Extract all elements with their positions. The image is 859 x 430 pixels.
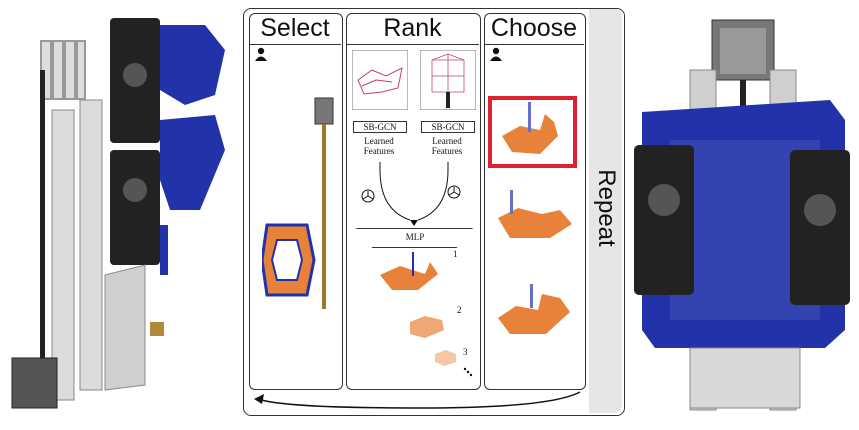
threaded-rod (40, 70, 45, 400)
choose-panel (484, 13, 586, 390)
tube-right (79, 99, 103, 391)
gcn-right-box: SB-GCN (421, 121, 475, 133)
ellipsis-icon (463, 367, 473, 377)
select-panel (249, 13, 343, 390)
disc-stack (40, 40, 86, 100)
pipeline-frame (243, 8, 625, 416)
repeat-column (589, 9, 622, 413)
rank-flow-arrows (379, 162, 449, 226)
selected-candidate[interactable] (488, 96, 577, 168)
tube-left (51, 109, 75, 401)
selector-icon (447, 185, 461, 199)
select-title: Select (260, 14, 330, 42)
gcn-left-features: Learned Features (363, 136, 395, 156)
choose-title: Choose (490, 14, 578, 42)
graph-left-illustration (352, 50, 408, 110)
dark-block-right (790, 150, 850, 305)
assembled-device-illustration (634, 19, 850, 411)
brass-nut (150, 322, 164, 336)
gcn-right-label: SB-GCN (431, 122, 465, 132)
dark-block-left (634, 145, 694, 295)
select-illustration (262, 97, 334, 309)
selector-icon (361, 189, 375, 203)
blue-bracket-bottom (160, 115, 225, 210)
gcn-right-features: Learned Features (431, 136, 463, 156)
mlp-label: MLP (405, 232, 425, 242)
blue-bracket-top (160, 25, 225, 105)
candidate-parts (498, 102, 572, 334)
rank-number: 3 (463, 347, 468, 357)
rank-panel (346, 13, 481, 390)
person-icon (255, 47, 267, 61)
angle-plate (104, 264, 146, 391)
person-icon (490, 47, 502, 61)
rank-title: Rank (383, 14, 442, 42)
rank-number: 2 (457, 305, 462, 315)
arrow-icon (254, 391, 581, 409)
gcn-left-label: SB-GCN (363, 122, 397, 132)
repeat-label: Repeat (593, 169, 620, 247)
gcn-left-box: SB-GCN (353, 121, 407, 133)
exploded-assembly-illustration (11, 18, 225, 409)
carriage-block-bottom (110, 150, 160, 265)
stepper-motor (11, 357, 58, 409)
ranked-results (380, 252, 456, 366)
graph-right-illustration (420, 50, 476, 110)
rank-number: 1 (453, 249, 458, 259)
